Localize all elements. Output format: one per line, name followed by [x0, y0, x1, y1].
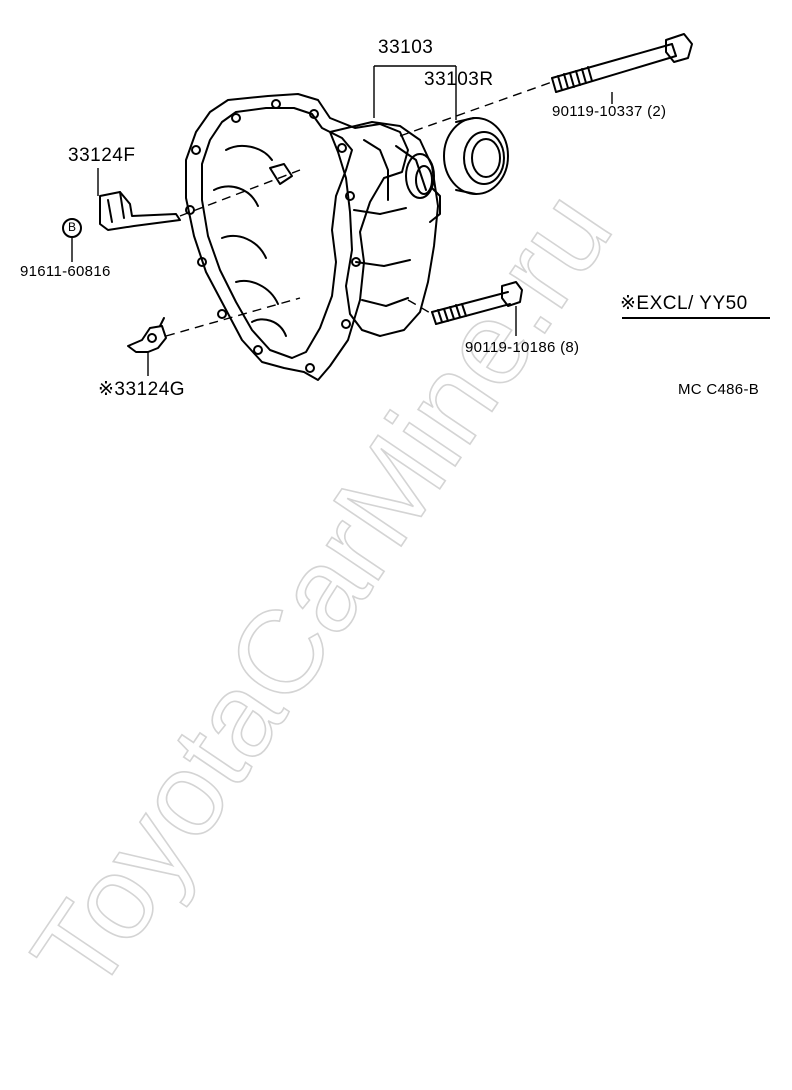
label-33124f: 33124F	[68, 145, 136, 166]
case-body	[329, 121, 439, 337]
label-33124g: ※33124G	[98, 379, 186, 400]
circle-b	[62, 218, 82, 238]
label-diagram-code: MC C486-B	[678, 381, 760, 398]
label-33103r: 33103R	[424, 69, 494, 90]
bracket-33124f	[99, 191, 181, 231]
circle-b-letter: B	[67, 220, 76, 234]
sensor-33124g	[127, 317, 167, 353]
case-flange-outline	[185, 93, 409, 381]
label-91611: 91611-60816	[20, 263, 111, 280]
label-long-bolt: 90119-10337 (2)	[552, 103, 667, 120]
label-33103: 33103	[378, 37, 434, 58]
short-bolt	[431, 281, 523, 325]
label-short-bolt: 90119-10186 (8)	[465, 339, 580, 356]
long-bolt	[551, 33, 693, 93]
case-flange-inner	[201, 107, 353, 359]
label-excl-yy50: ※EXCL/ YY50	[620, 293, 748, 314]
